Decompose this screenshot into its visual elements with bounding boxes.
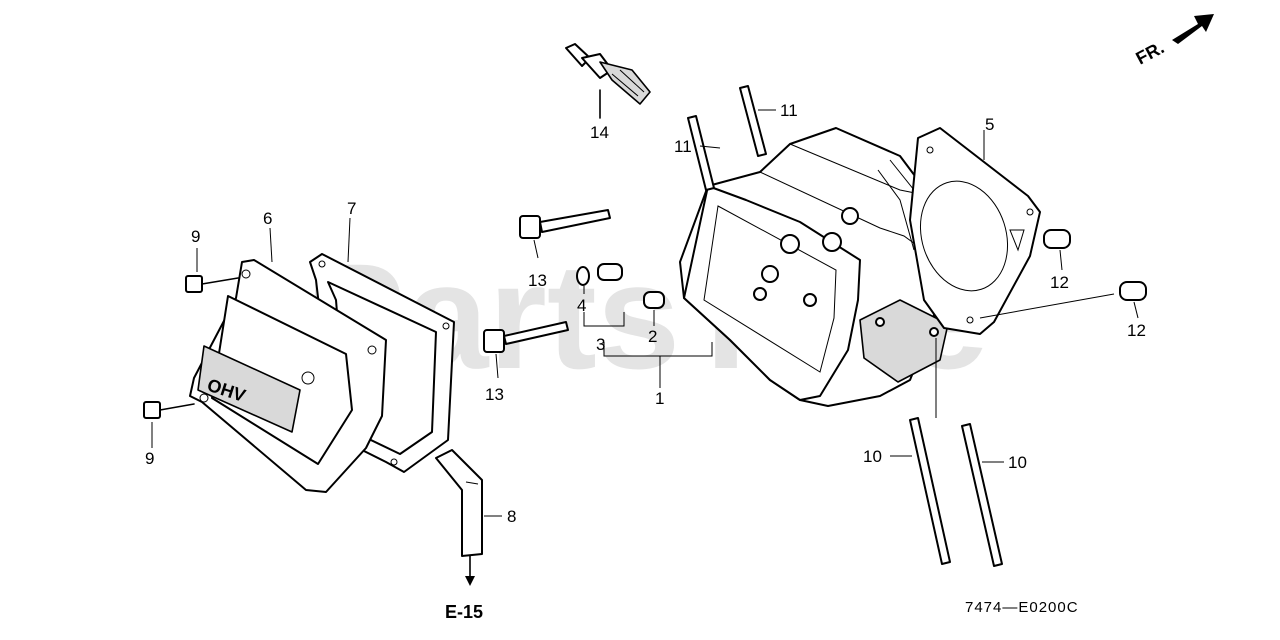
part-stud-bolt-11-left[interactable]	[687, 115, 715, 191]
callout-9-upper: 9	[191, 227, 200, 246]
callout-8: 8	[507, 507, 516, 526]
front-direction-indicator: FR.	[1132, 14, 1214, 69]
part-cylinder-head-gasket[interactable]	[907, 127, 1041, 335]
callout-7: 7	[347, 199, 356, 218]
callout-9-lower: 9	[145, 449, 154, 468]
leader-lines	[151, 109, 1139, 517]
callout-3: 3	[596, 335, 605, 354]
part-flange-bolt-upper[interactable]	[185, 275, 239, 293]
callout-11-right: 11	[780, 101, 798, 120]
part-valve-guide-dowel[interactable]	[643, 291, 665, 309]
callout-13-lower: 13	[485, 385, 504, 404]
callout-4: 4	[577, 296, 586, 315]
callout-12-upper: 12	[1050, 273, 1069, 292]
part-stud-bolt-11-right[interactable]	[739, 85, 767, 157]
reference-link[interactable]: E-15	[445, 602, 483, 622]
callout-labels: 1 2 3 4 5 6 7 8 9 9 10 10 11 11 12 12 13…	[145, 101, 1146, 526]
part-cylinder-head[interactable]	[679, 127, 949, 407]
callout-14: 14	[590, 123, 609, 142]
callout-1: 1	[655, 389, 664, 408]
callout-2: 2	[648, 327, 657, 346]
front-arrow-icon	[1172, 14, 1214, 44]
callout-12-lower: 12	[1127, 321, 1146, 340]
part-dowel-pin[interactable]	[597, 263, 623, 281]
callout-10-left: 10	[863, 447, 882, 466]
part-valve-cover[interactable]: OHV	[189, 259, 387, 493]
callout-13-upper: 13	[528, 271, 547, 290]
part-spark-plug[interactable]	[565, 43, 651, 119]
diagram-code: 7474—E0200C	[965, 599, 1079, 616]
part-stud-bolt-10-right[interactable]	[961, 423, 1003, 567]
part-dowel-pin-12-lower[interactable]	[1119, 281, 1147, 301]
part-dowel-pin-12-upper[interactable]	[1043, 229, 1071, 249]
callout-6: 6	[263, 209, 272, 228]
callout-5: 5	[985, 115, 994, 134]
callout-10-right: 10	[1008, 453, 1027, 472]
part-breather-tube[interactable]	[435, 449, 483, 586]
callout-11-left: 11	[674, 137, 692, 156]
part-long-bolt-upper[interactable]	[519, 209, 611, 239]
part-clip-ring[interactable]	[576, 266, 590, 286]
part-flange-bolt-lower[interactable]	[143, 401, 195, 419]
front-label: FR.	[1132, 37, 1167, 68]
part-stud-bolt-10-left[interactable]	[909, 417, 951, 565]
part-long-bolt-lower[interactable]	[483, 321, 569, 353]
